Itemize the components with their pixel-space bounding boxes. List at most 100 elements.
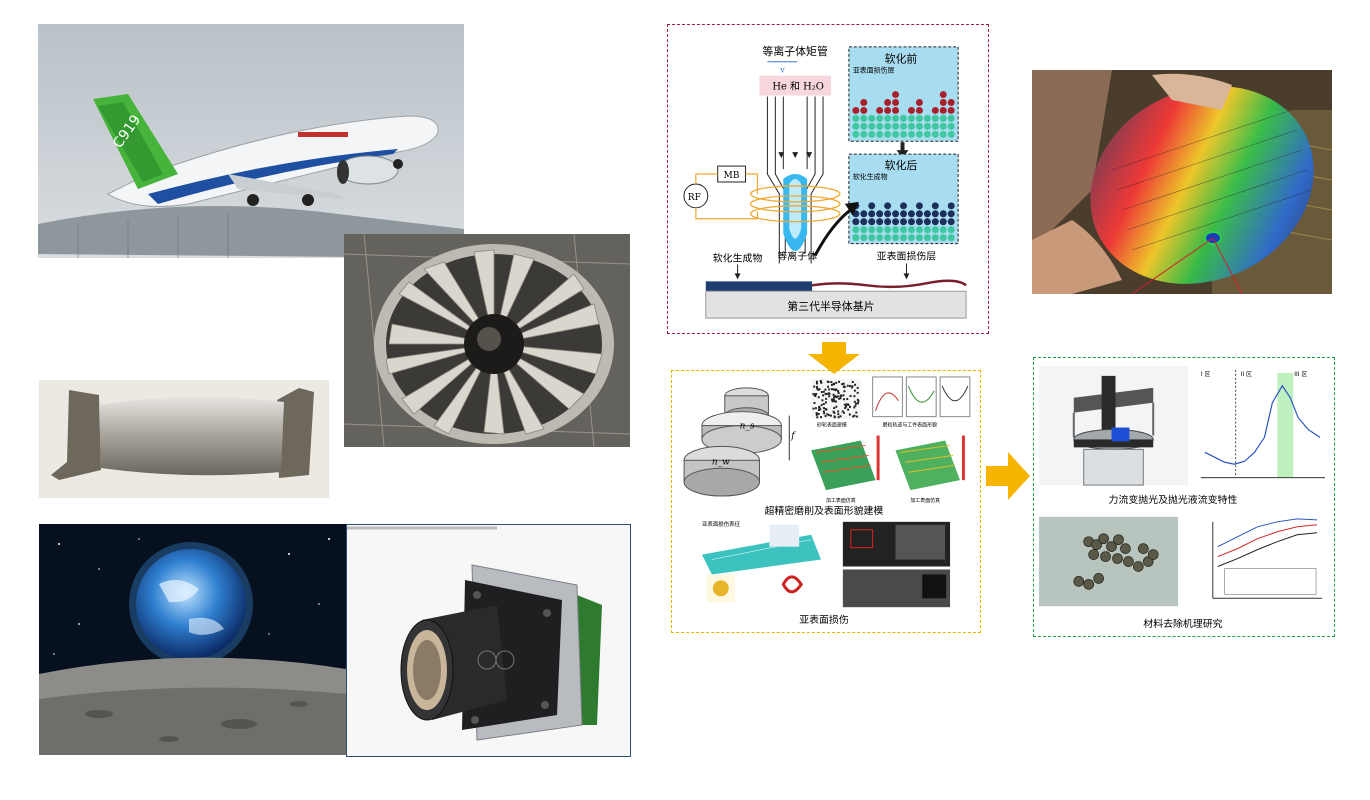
speckle-mark — [813, 394, 816, 397]
atom-dot — [931, 218, 939, 226]
speckle-mark — [841, 383, 844, 386]
atom-dot — [939, 122, 947, 130]
atom-dot — [931, 226, 939, 234]
atom-dot — [947, 226, 955, 234]
speckle-mark — [830, 383, 833, 386]
speckle-mark — [837, 380, 840, 383]
damage-label: 亚表面损伤层 — [877, 249, 937, 262]
mb-label: MB — [724, 171, 740, 181]
atom-dot — [860, 234, 868, 242]
speckle-mark — [837, 410, 840, 413]
atom-dot — [892, 130, 900, 138]
atom-dot — [892, 210, 900, 218]
atom-dot — [915, 210, 923, 218]
ns-label: n_s — [740, 422, 755, 432]
speckle-mark — [816, 385, 819, 388]
speckle-mark — [842, 382, 845, 385]
atom-dot — [907, 226, 915, 234]
plasma-softening-diagram: 等离子体矩管 v He 和 H₂O MB RF — [667, 24, 989, 334]
atom-dot — [876, 114, 884, 122]
atom-dot — [868, 210, 876, 218]
speckle-mark — [854, 383, 857, 386]
speckle-mark — [850, 386, 853, 389]
speckle-mark — [827, 414, 830, 417]
atom-dot — [915, 234, 923, 242]
speckle-mark — [848, 405, 851, 408]
atom-dot — [876, 122, 884, 130]
speckle-mark — [830, 381, 833, 384]
atom-dot — [907, 130, 915, 138]
atom-dot — [915, 218, 923, 226]
speckle-mark — [832, 382, 835, 385]
atom-dot — [931, 234, 939, 242]
sim-caption-1: 加工表面仿真 — [826, 497, 856, 504]
speckle-mark — [856, 391, 859, 394]
atom-dot — [931, 122, 939, 130]
atom-dot — [939, 218, 947, 226]
atom-dot — [860, 226, 868, 234]
grinding-caption-bottom: 亚表面损伤 — [799, 613, 849, 626]
atom-dot — [852, 122, 860, 130]
speckle-mark — [856, 386, 859, 389]
speckle-mark — [847, 408, 850, 411]
gas-label: He 和 H₂O — [772, 81, 824, 93]
trajectory-caption: 磨粒轨迹与工件表面形貌 — [883, 422, 938, 429]
atom-dot — [915, 99, 923, 106]
atom-dot — [931, 210, 939, 218]
atom-dot — [884, 234, 892, 242]
speckle-mark — [851, 380, 854, 383]
speckle-mark — [833, 416, 836, 419]
speckle-mark — [821, 399, 824, 402]
atom-dot — [892, 234, 900, 242]
speckle-mark — [856, 402, 859, 405]
speckle-mark — [822, 390, 825, 393]
speckle-mark — [828, 395, 831, 398]
product-label: 软化生成物 — [713, 251, 763, 264]
down-arrow — [808, 342, 860, 374]
speckle-mark — [822, 410, 825, 413]
speckle-mark — [816, 416, 819, 419]
atom-dot — [907, 114, 915, 122]
wheel-surface-caption: 砂轮表面建模 — [817, 422, 847, 429]
right-arrow — [986, 452, 1030, 500]
speckle-mark — [830, 388, 833, 391]
atom-dot — [884, 99, 892, 106]
speckle-mark — [813, 385, 816, 388]
atom-dot — [876, 210, 884, 218]
atom-dot — [876, 226, 884, 234]
sim-caption-2: 加工表面仿真 — [910, 497, 940, 504]
speckle-mark — [854, 404, 857, 407]
speckle-mark — [853, 406, 856, 409]
speckle-mark — [849, 395, 852, 398]
polish-caption-bottom: 材料去除机理研究 — [1143, 617, 1222, 630]
atom-dot — [939, 226, 947, 234]
atom-dot — [852, 130, 860, 138]
substrate-label: 第三代半导体基片 — [787, 299, 874, 313]
speckle-mark — [819, 379, 822, 382]
speckle-mark — [812, 393, 815, 396]
atom-dot — [900, 122, 907, 130]
speckle-mark — [844, 407, 847, 409]
speckle-mark — [843, 403, 846, 406]
speckle-mark — [832, 388, 835, 391]
atom-dot — [923, 122, 931, 130]
atom-dot — [915, 130, 923, 138]
atom-dot — [900, 114, 907, 122]
atom-dot — [900, 130, 907, 138]
speckle-mark — [839, 415, 842, 418]
speckle-mark — [834, 395, 837, 398]
speckle-mark — [824, 415, 827, 418]
atom-dot — [907, 234, 915, 242]
speckle-mark — [822, 402, 825, 405]
speckle-mark — [835, 405, 838, 408]
atom-dot — [884, 226, 892, 234]
zone-3: III 区 — [1294, 371, 1307, 378]
speckle-mark — [820, 404, 823, 407]
speckle-mark — [833, 411, 836, 414]
speckle-mark — [824, 401, 827, 404]
f-label: f — [790, 431, 796, 441]
speckle-mark — [855, 411, 858, 414]
after-title: 软化后 — [885, 158, 918, 172]
speckle-mark — [823, 412, 826, 415]
zone-1: I 区 — [1201, 371, 1211, 378]
